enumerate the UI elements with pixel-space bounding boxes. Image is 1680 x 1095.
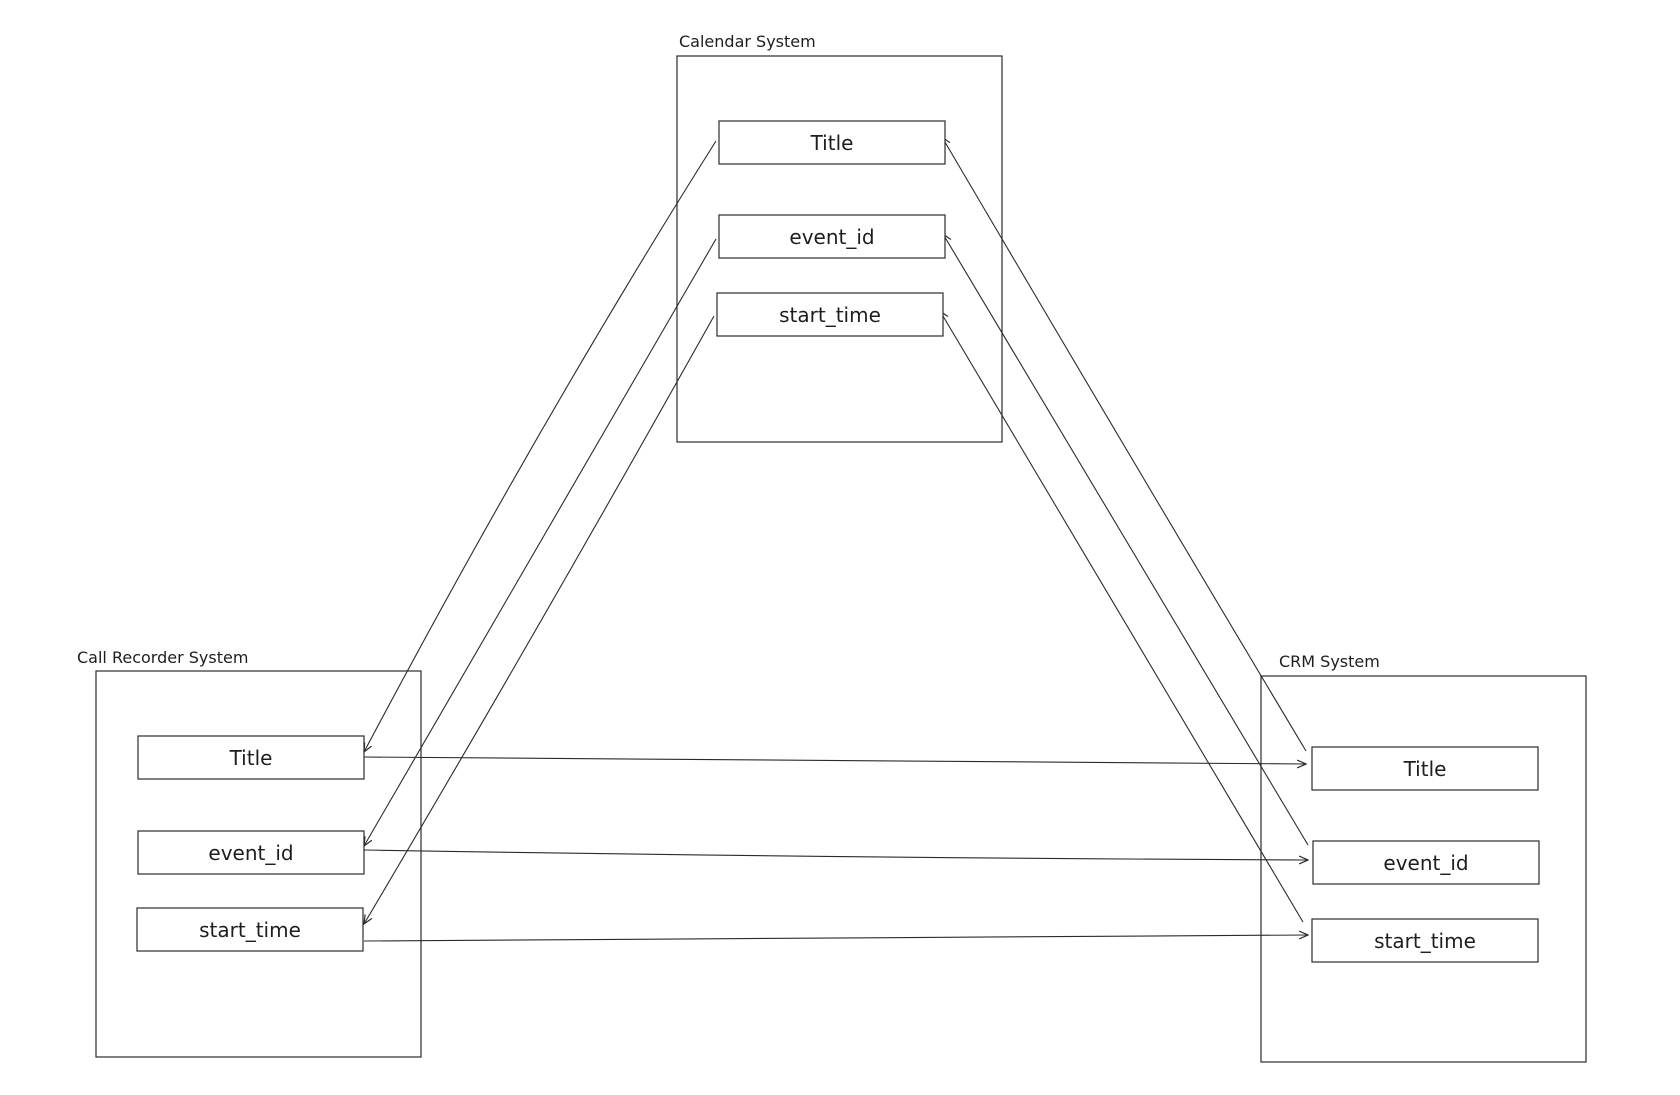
recorder-field-title[interactable]: Title	[137, 735, 365, 780]
connector-calendar-start-time-to-recorder-start-time	[364, 315, 715, 924]
connector-crm-start-time-to-calendar-start-time	[940, 311, 1304, 923]
connector-crm-title-to-calendar-title	[942, 137, 1307, 752]
calendar-field-start-time[interactable]: start_time	[716, 292, 944, 337]
call-recorder-system-frame	[95, 670, 422, 1058]
call-recorder-system-label: Call Recorder System	[77, 648, 248, 667]
recorder-field-event-id[interactable]: event_id	[137, 830, 365, 875]
calendar-field-title-label: Title	[810, 131, 854, 155]
calendar-field-title[interactable]: Title	[718, 120, 946, 165]
recorder-field-start-time[interactable]: start_time	[136, 907, 364, 952]
crm-field-start-time-label: start_time	[1374, 929, 1476, 953]
calendar-field-event-id[interactable]: event_id	[718, 214, 946, 259]
recorder-field-title-label: Title	[229, 746, 273, 770]
connector-calendar-event-id-to-recorder-event-id	[364, 238, 717, 846]
crm-field-title[interactable]: Title	[1311, 746, 1539, 791]
call-recorder-system: Call Recorder System Title event_id star…	[77, 648, 422, 1058]
crm-field-event-id-label: event_id	[1383, 851, 1468, 875]
crm-system: CRM System Title event_id start_time	[1260, 652, 1587, 1063]
connector-recorder-event-id-to-crm-event-id	[363, 849, 1308, 860]
crm-field-start-time[interactable]: start_time	[1311, 918, 1539, 963]
crm-field-title-label: Title	[1403, 757, 1447, 781]
connector-recorder-start-time-to-crm-start-time	[363, 935, 1308, 942]
recorder-field-start-time-label: start_time	[199, 918, 301, 942]
connector-recorder-title-to-crm-title	[362, 756, 1306, 764]
calendar-system: Calendar System Title event_id start_tim…	[676, 32, 1003, 443]
calendar-system-label: Calendar System	[679, 32, 816, 51]
crm-system-label: CRM System	[1279, 652, 1380, 671]
crm-field-event-id[interactable]: event_id	[1312, 840, 1540, 885]
calendar-field-event-id-label: event_id	[789, 225, 874, 249]
calendar-field-start-time-label: start_time	[779, 303, 881, 327]
connector-calendar-title-to-recorder-title	[364, 140, 717, 752]
connector-crm-event-id-to-calendar-event-id	[943, 234, 1309, 846]
recorder-field-event-id-label: event_id	[208, 841, 293, 865]
calendar-system-frame	[676, 55, 1003, 443]
crm-system-frame	[1260, 675, 1587, 1063]
